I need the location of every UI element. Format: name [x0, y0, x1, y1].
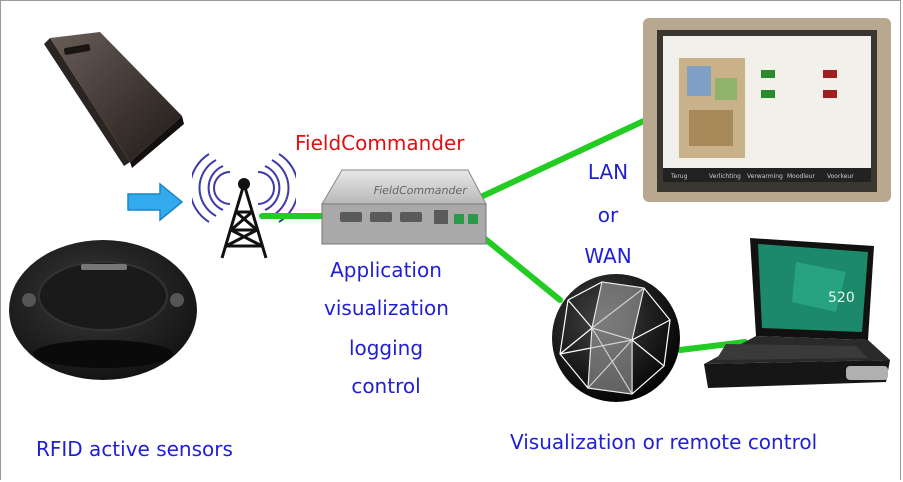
touch-panel-icon: Terug Verlichting Verwarming Moodleur Voorke…: [643, 18, 891, 202]
network-lan: LAN: [587, 160, 629, 184]
svg-text:Verwarming: Verwarming: [747, 173, 783, 180]
rfid-sensor-icon: [9, 240, 197, 380]
device-title: FieldCommander: [295, 131, 465, 155]
arrow-right-icon: [127, 182, 184, 222]
fieldcommander-device-icon: FieldCommander: [321, 169, 487, 245]
device-desc-4: control: [351, 374, 421, 398]
caption-rfid-sensors: RFID active sensors: [36, 437, 233, 461]
device-desc-3: logging: [348, 336, 424, 360]
svg-text:Verlichting: Verlichting: [709, 173, 741, 180]
svg-text:Voorkeur: Voorkeur: [827, 173, 854, 180]
network-or: or: [597, 203, 619, 227]
svg-text:Terug: Terug: [670, 173, 688, 180]
svg-text:520: 520: [828, 290, 855, 306]
device-desc-1: Application: [330, 258, 442, 282]
caption-visualization: Visualization or remote control: [510, 430, 818, 454]
link-device-panel: [467, 115, 653, 205]
svg-text:Moodleur: Moodleur: [787, 173, 815, 180]
laptop-icon: 520: [704, 238, 890, 388]
svg-text:FieldCommander: FieldCommander: [373, 184, 469, 197]
network-globe-icon: [552, 274, 680, 402]
antenna-tower-icon: [192, 153, 296, 259]
network-wan: WAN: [584, 244, 632, 268]
device-desc-2: visualization: [324, 296, 449, 320]
rfid-tag-icon: [44, 32, 184, 168]
link-globe-laptop: [677, 339, 748, 353]
